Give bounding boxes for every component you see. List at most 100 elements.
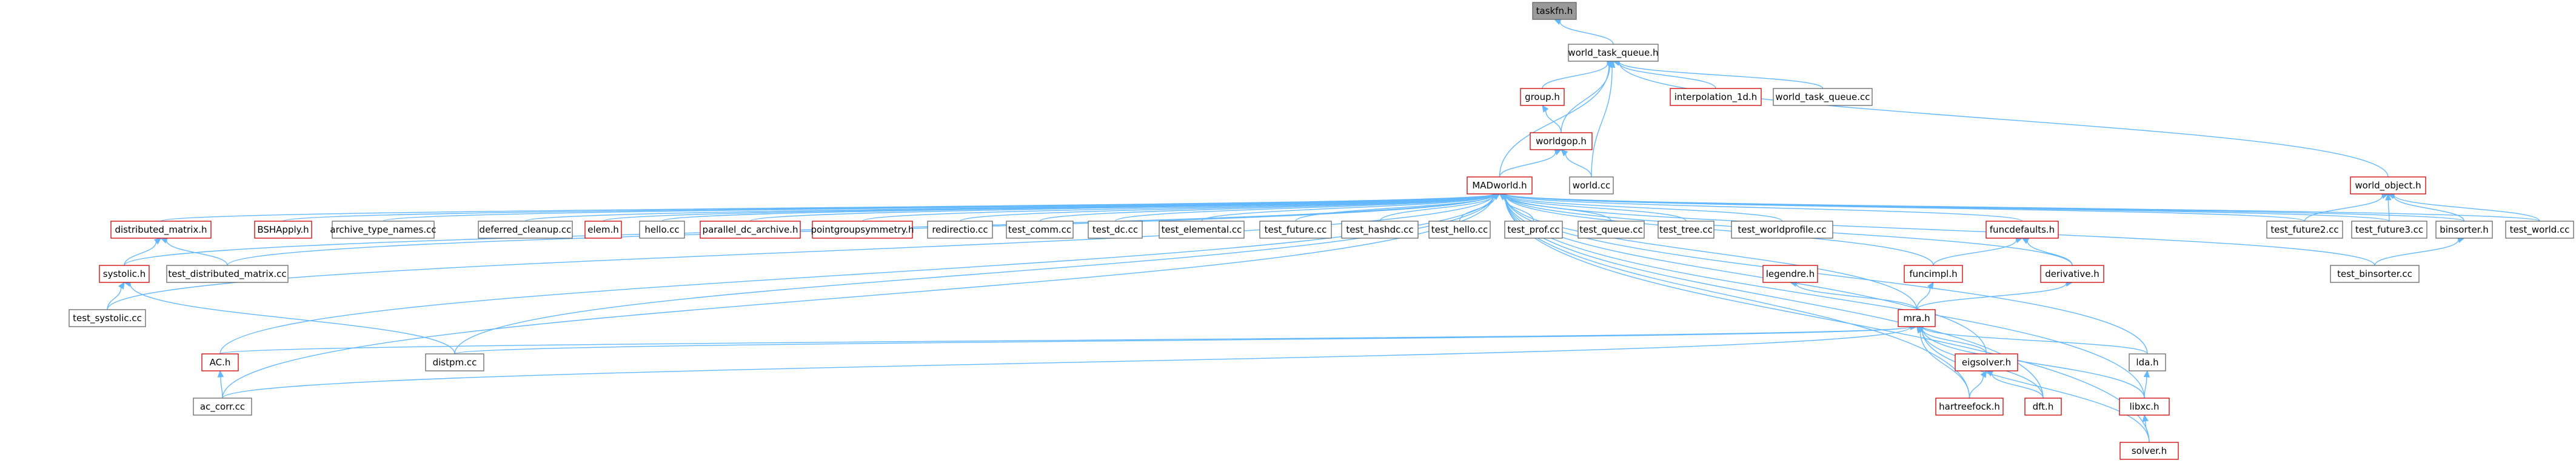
edge-line — [1505, 195, 1934, 266]
node-systolic[interactable]: systolic.h — [99, 265, 150, 283]
edge-wtqcc-to-wtq — [1612, 59, 1824, 89]
node-mra[interactable]: mra.h — [1898, 309, 1936, 327]
node-label: MADworld.h — [1472, 180, 1527, 191]
node-tcomm[interactable]: test_comm.cc — [1006, 221, 1074, 239]
node-pgsym[interactable]: pointgroupsymmetry.h — [811, 221, 914, 239]
node-dft[interactable]: dft.h — [2024, 398, 2062, 416]
node-tfut[interactable]: test_future.cc — [1259, 221, 1332, 239]
edge-lda-to-mra — [1916, 324, 2148, 354]
node-label: BSHApply.h — [257, 224, 309, 235]
node-redir[interactable]: redirectio.cc — [927, 221, 993, 239]
edge-line — [130, 284, 455, 354]
node-label: world.cc — [1573, 180, 1611, 191]
node-hello[interactable]: hello.cc — [639, 221, 685, 239]
node-box — [2266, 221, 2343, 239]
node-box — [2129, 353, 2166, 371]
node-twprof[interactable]: test_worldprofile.cc — [1731, 221, 1833, 239]
edge-line — [1545, 110, 1562, 133]
node-libxc[interactable]: libxc.h — [2119, 398, 2170, 416]
node-box — [193, 398, 252, 416]
node-madworld[interactable]: MADworld.h — [1467, 176, 1533, 195]
node-binsort[interactable]: binsorter.h — [2435, 221, 2493, 239]
node-label: test_future3.cc — [2355, 224, 2423, 236]
node-label: test_world.cc — [2510, 224, 2570, 236]
node-archtn[interactable]: archive_type_names.cc — [330, 221, 437, 239]
node-thello[interactable]: test_hello.cc — [1428, 221, 1491, 239]
node-box — [700, 221, 801, 239]
edge-line — [2387, 199, 2390, 222]
edge-worldcc-to-wtq — [1591, 60, 1616, 178]
node-tqueue[interactable]: test_queue.cc — [1577, 221, 1645, 239]
node-interp[interactable]: interpolation_1d.h — [1670, 88, 1762, 106]
node-hartree[interactable]: hartreefock.h — [1935, 398, 2004, 416]
edge-line — [383, 193, 1494, 222]
node-box — [1658, 221, 1715, 239]
edge-tworld-to-worldobj — [2387, 191, 2540, 222]
node-distpm[interactable]: distpm.cc — [425, 353, 484, 371]
node-label: group.h — [1525, 92, 1560, 102]
node-label: legendre.h — [1766, 268, 1815, 279]
node-layer: taskfn.h world_task_queue.h group.h interpo… — [69, 2, 2574, 460]
node-box — [1520, 88, 1565, 106]
node-wtqcc[interactable]: world_task_queue.cc — [1773, 88, 1873, 106]
node-legendre[interactable]: legendre.h — [1762, 265, 1818, 283]
edge-arrowhead — [1542, 104, 1549, 113]
node-ttree[interactable]: test_tree.cc — [1658, 221, 1715, 239]
node-elem[interactable]: elem.h — [584, 221, 622, 239]
node-label: funcimpl.h — [1909, 268, 1957, 279]
node-label: world_object.h — [2355, 180, 2421, 191]
node-deriv[interactable]: derivative.h — [2040, 265, 2104, 283]
node-ach[interactable]: AC.h — [201, 353, 239, 371]
edge-line — [160, 193, 1494, 222]
node-label: test_dc.cc — [1092, 224, 1138, 236]
node-label: eigsolver.h — [1962, 357, 2011, 368]
edge-line — [1499, 65, 1610, 178]
node-funcimpl[interactable]: funcimpl.h — [1904, 265, 1963, 283]
node-tbinsort[interactable]: test_binsorter.cc — [2330, 265, 2420, 283]
node-bsh[interactable]: BSHApply.h — [254, 221, 312, 239]
node-tsystolic[interactable]: test_systolic.cc — [69, 309, 146, 327]
edge-worldobj-to-wtq — [1612, 59, 2389, 178]
edge-line — [219, 326, 1912, 354]
node-pardc[interactable]: parallel_dc_archive.h — [700, 221, 801, 239]
node-group[interactable]: group.h — [1520, 88, 1565, 106]
node-wtq[interactable]: world_task_queue.h — [1568, 44, 1659, 62]
edge-madworld-to-wtq — [1499, 61, 1614, 178]
node-tfut3[interactable]: test_future3.cc — [2351, 221, 2427, 239]
node-funcdef[interactable]: funcdefaults.h — [1986, 221, 2059, 239]
node-box — [1577, 221, 1645, 239]
node-thash[interactable]: test_hashdc.cc — [1341, 221, 1419, 239]
node-label: lda.h — [2136, 357, 2158, 368]
node-box — [99, 265, 150, 283]
node-tprof[interactable]: test_prof.cc — [1504, 221, 1563, 239]
node-tdc[interactable]: test_dc.cc — [1088, 221, 1143, 239]
node-taskfn[interactable]: taskfn.h — [1532, 2, 1577, 20]
edge-hartree-to-eigsolver — [1969, 370, 1987, 399]
node-box — [1159, 221, 1245, 239]
node-tfut2[interactable]: test_future2.cc — [2266, 221, 2343, 239]
edge-arrowhead — [153, 238, 162, 245]
node-accorr[interactable]: ac_corr.cc — [193, 398, 252, 416]
node-tworld[interactable]: test_world.cc — [2505, 221, 2574, 239]
edge-line — [2394, 195, 2540, 222]
node-lda[interactable]: lda.h — [2129, 353, 2166, 371]
node-box — [110, 221, 212, 239]
node-distmat[interactable]: distributed_matrix.h — [110, 221, 212, 239]
node-solver[interactable]: solver.h — [2119, 442, 2179, 460]
node-worldobj[interactable]: world_object.h — [2350, 176, 2426, 195]
edge-line — [1796, 283, 1918, 310]
node-defclean[interactable]: deferred_cleanup.cc — [478, 221, 573, 239]
edge-group-to-wtq — [1542, 60, 1614, 89]
node-eigsolver[interactable]: eigsolver.h — [1955, 353, 2018, 371]
node-telem[interactable]: test_elemental.cc — [1159, 221, 1245, 239]
node-worldgop[interactable]: worldgop.h — [1530, 132, 1593, 150]
edge-worldcc-to-worldgop — [1561, 149, 1592, 178]
node-worldcc[interactable]: world.cc — [1569, 176, 1614, 195]
edge-madworld-to-worldgop — [1499, 149, 1562, 178]
node-label: test_worldprofile.cc — [1738, 224, 1826, 236]
edge-line — [1505, 193, 2465, 222]
node-box — [425, 353, 484, 371]
node-tdistmat[interactable]: test_distributed_matrix.cc — [166, 265, 289, 283]
node-label: dft.h — [2033, 401, 2054, 412]
node-label: test_prof.cc — [1507, 224, 1559, 236]
